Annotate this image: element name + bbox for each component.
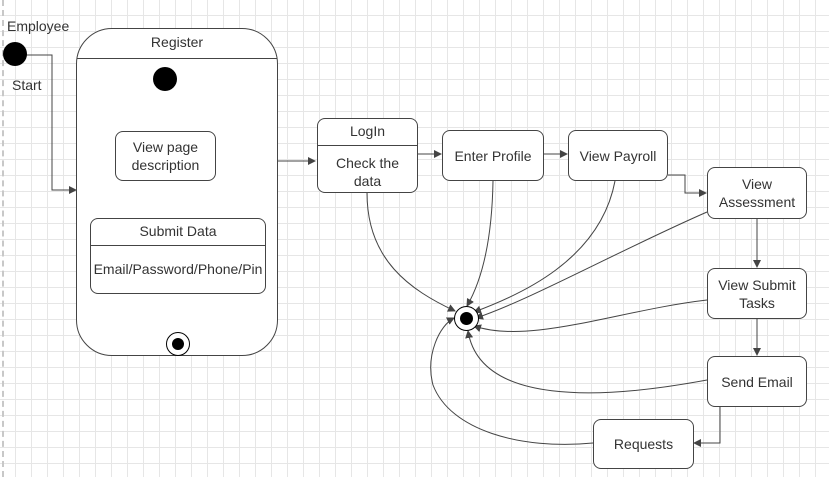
arrow-email-requests <box>693 407 721 447</box>
login-state[interactable]: LogIn Check the data <box>317 118 418 193</box>
curve-profile-final <box>466 180 494 307</box>
login-divider <box>318 145 417 146</box>
send-email-state[interactable]: Send Email <box>707 356 807 407</box>
curve-login-final <box>366 192 456 312</box>
register-initial-node <box>153 67 177 91</box>
curve-tasks-final <box>473 299 708 333</box>
swimlane-divider <box>2 0 4 477</box>
register-title: Register <box>150 34 204 50</box>
register-final-dot <box>172 338 184 350</box>
enter-profile-label: Enter Profile <box>454 147 532 164</box>
submit-data-title: Submit Data <box>139 223 217 239</box>
view-assessment-state[interactable]: View Assessment <box>707 167 807 219</box>
requests-state[interactable]: Requests <box>593 419 694 469</box>
curve-payroll-final <box>473 180 616 314</box>
view-payroll-label: View Payroll <box>579 147 657 164</box>
register-state[interactable]: Register <box>76 28 278 356</box>
login-body: Check the data <box>335 155 400 189</box>
arrow-payroll-assessment <box>668 174 707 197</box>
curve-email-final <box>465 330 708 394</box>
send-email-label: Send Email <box>721 373 793 390</box>
start-initial-node <box>3 42 27 66</box>
submit-data-divider <box>91 245 265 246</box>
final-node-dot <box>460 312 473 325</box>
start-label: Start <box>12 77 42 93</box>
submit-data-fields: Email/Password/Phone/Pin <box>93 261 263 277</box>
view-submit-tasks-label: View Submit Tasks <box>718 276 796 311</box>
lane-label: Employee <box>7 18 70 34</box>
curve-requests-final <box>430 317 594 445</box>
view-submit-tasks-state[interactable]: View Submit Tasks <box>707 268 807 319</box>
submit-data-state[interactable]: Submit Data Email/Password/Phone/Pin <box>90 218 266 294</box>
view-page-label: View page description <box>131 139 200 173</box>
view-page-state[interactable]: View page description <box>115 131 216 181</box>
view-payroll-state[interactable]: View Payroll <box>568 130 668 181</box>
view-assessment-label: View Assessment <box>718 176 796 210</box>
arrow-start-register <box>26 54 77 194</box>
curve-assessment-final <box>475 211 708 320</box>
requests-label: Requests <box>613 436 674 452</box>
login-title: LogIn <box>349 123 386 139</box>
register-header-divider <box>77 58 277 59</box>
enter-profile-state[interactable]: Enter Profile <box>442 130 544 181</box>
